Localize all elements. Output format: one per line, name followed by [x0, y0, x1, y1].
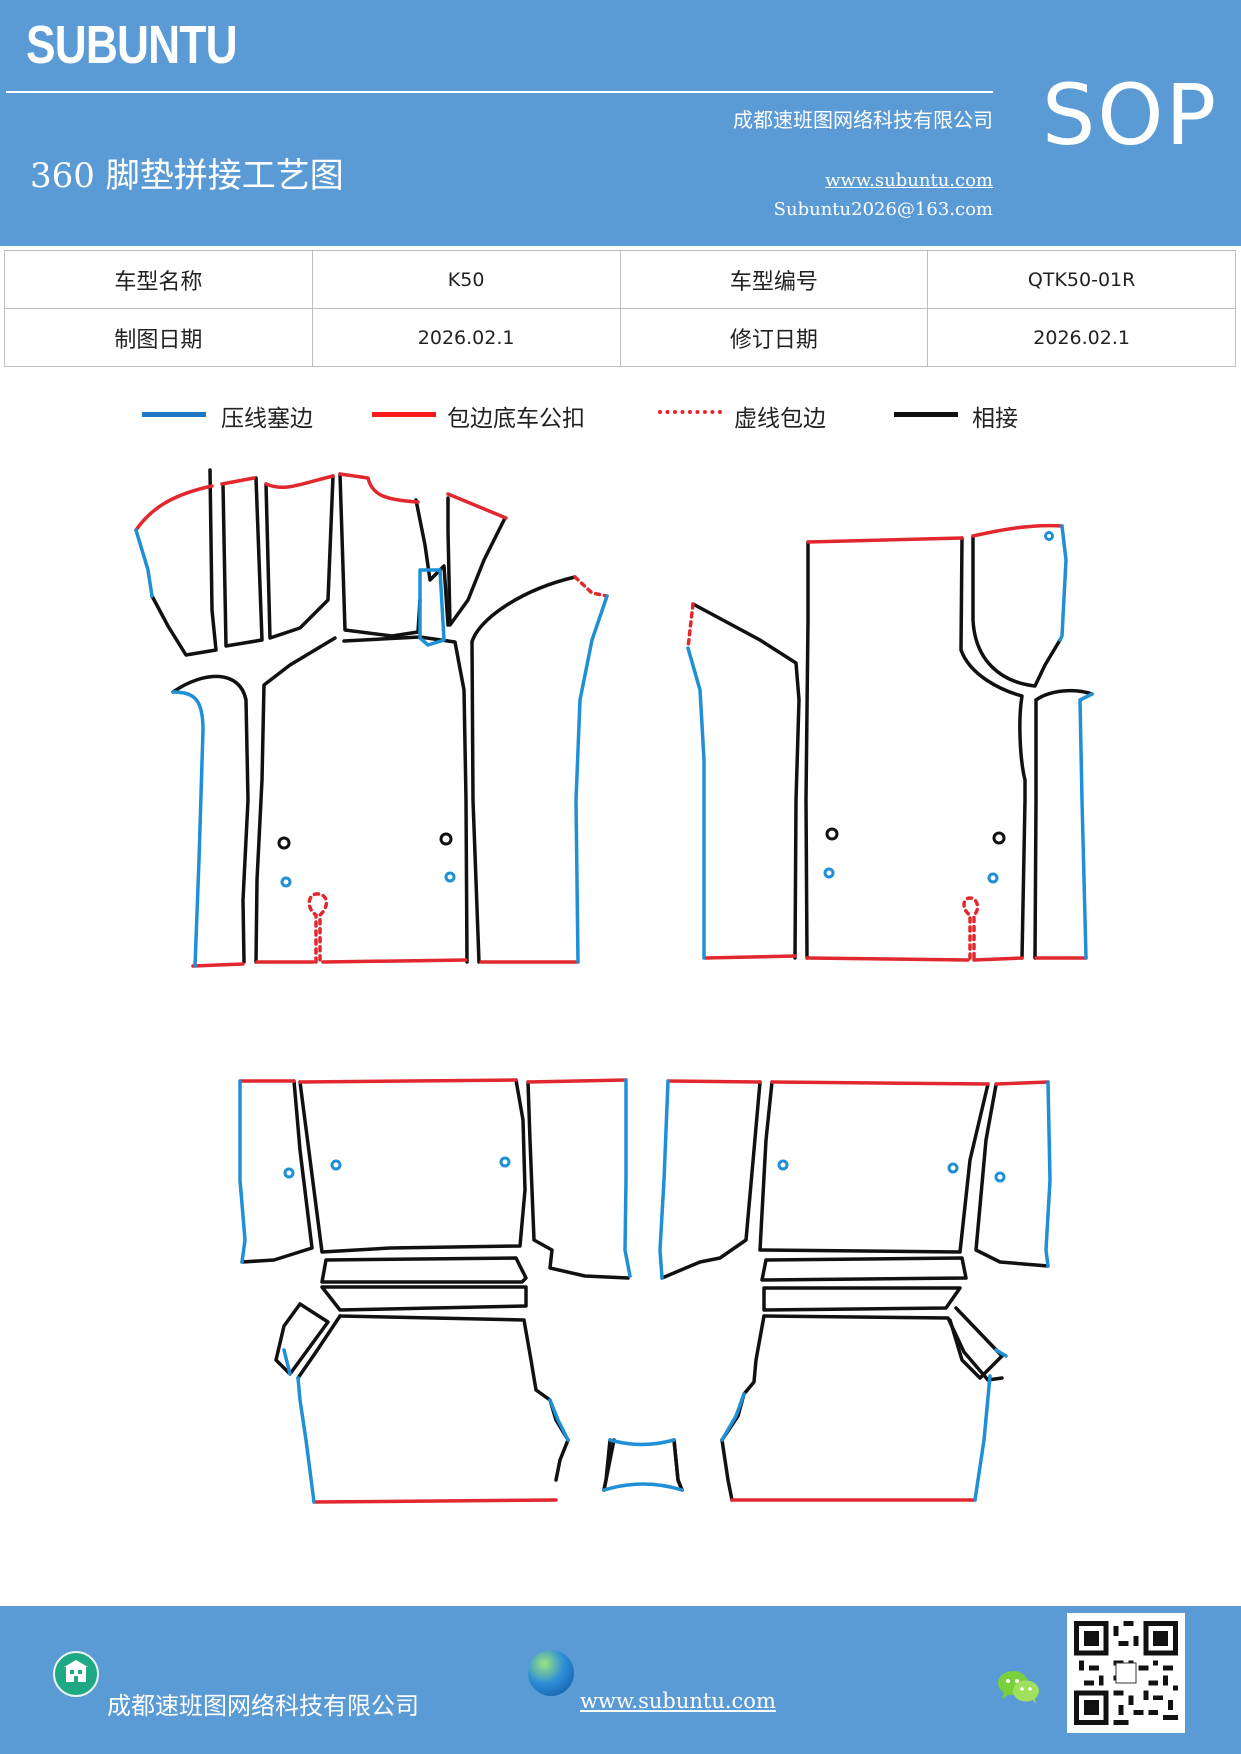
- header-company: 成都速班图网络科技有限公司: [733, 108, 993, 132]
- header-email: Subuntu2026@163.com: [773, 199, 993, 220]
- brand-logo: SUBUNTU: [26, 15, 238, 75]
- footer-banner: 成都速班图网络科技有限公司 www.subuntu.com: [0, 1606, 1241, 1754]
- center-hump-piece: [602, 1438, 684, 1492]
- rear-left-mat: [238, 1078, 684, 1504]
- front-right-mat: [686, 523, 1094, 962]
- drawing-date-label: 制图日期: [4, 308, 313, 367]
- revision-date-value: 2026.02.1: [927, 308, 1236, 367]
- rear-right-mat: [658, 1079, 1052, 1502]
- legend-swatch-black: [894, 412, 958, 417]
- vehicle-info-table: 车型名称 K50 车型编号 QTK50-01R 制图日期 2026.02.1 修…: [4, 250, 1236, 367]
- drawing-date-value: 2026.02.1: [311, 308, 621, 367]
- legend-label: 包边底车公扣: [447, 406, 585, 432]
- legend: 压线塞边 包边底车公扣 虚线包边 相接: [0, 395, 1241, 435]
- table-row: 制图日期 2026.02.1 修订日期 2026.02.1: [4, 308, 1236, 367]
- footer-company: 成都速班图网络科技有限公司: [107, 1692, 419, 1720]
- footer-website-link[interactable]: www.subuntu.com: [580, 1689, 776, 1713]
- wechat-icon[interactable]: [996, 1666, 1042, 1708]
- legend-label: 压线塞边: [221, 406, 313, 432]
- header-banner: SUBUNTU 成都速班图网络科技有限公司 360 脚垫拼接工艺图 www.su…: [0, 0, 1241, 246]
- front-left-mat: [134, 468, 609, 968]
- model-code-label: 车型编号: [619, 250, 929, 309]
- page-title: 360 脚垫拼接工艺图: [30, 156, 344, 196]
- globe-icon: [528, 1650, 574, 1696]
- table-row: 车型名称 K50 车型编号 QTK50-01R: [4, 250, 1236, 309]
- legend-swatch-red: [372, 412, 436, 417]
- revision-date-label: 修订日期: [619, 308, 929, 367]
- floor-mat-splicing-diagram: [134, 468, 1094, 1504]
- legend-swatch-blue: [142, 412, 206, 417]
- model-code-value: QTK50-01R: [927, 250, 1236, 309]
- building-icon: [53, 1651, 99, 1697]
- legend-swatch-dotted-red: [658, 410, 722, 414]
- qr-code[interactable]: [1067, 1613, 1185, 1733]
- model-name-value: K50: [311, 250, 621, 309]
- legend-label: 相接: [972, 406, 1018, 432]
- sop-badge: SOP: [1042, 66, 1219, 164]
- model-name-label: 车型名称: [4, 250, 313, 309]
- header-website-link[interactable]: www.subuntu.com: [825, 170, 993, 191]
- header-divider: [6, 91, 993, 93]
- legend-label: 虚线包边: [734, 406, 826, 432]
